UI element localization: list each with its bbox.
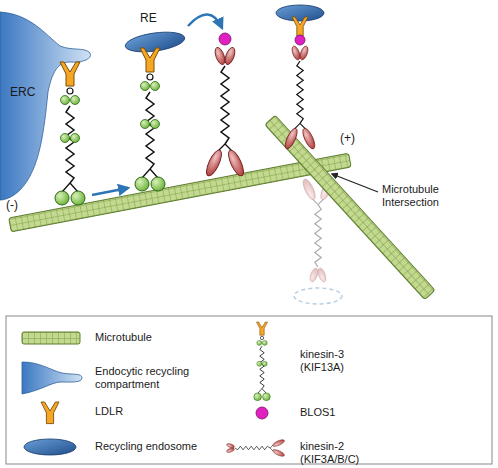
- legend-text: Recycling endosome: [95, 440, 235, 453]
- legend-entry: kinesin-2 (KIF3A/B/C): [300, 440, 390, 465]
- legend-entry: LDLR: [95, 405, 235, 418]
- blos1: [295, 35, 305, 45]
- plus-end-label: (+): [340, 132, 355, 146]
- legend-text: kinesin-2 (KIF3A/B/C): [300, 440, 390, 465]
- legend-entry: BLOS1: [300, 406, 440, 419]
- legend-text: Endocytic recycling compartment: [95, 365, 205, 390]
- legend-text: Microtubule: [95, 331, 235, 344]
- kinesin-3-motor: [135, 48, 165, 191]
- compartment-label-box: ERC: [10, 86, 40, 102]
- legend-kinesin-2: [226, 438, 285, 457]
- legend-ldlr: [41, 402, 59, 424]
- legend-entry: Microtubule: [95, 331, 235, 344]
- legend-box: [6, 316, 492, 464]
- movement-arrow: [92, 188, 128, 195]
- legend-text: kinesin-3 (KIF13A): [300, 348, 380, 373]
- ldlr: [292, 17, 308, 36]
- legend-microtubule: [22, 332, 80, 344]
- blos1: [219, 33, 231, 45]
- kinesin-3-motor: [55, 62, 85, 205]
- legend-kinesin-3: [254, 322, 271, 401]
- kinesin-2-motor: [283, 45, 317, 150]
- erc-compartment: [0, 12, 90, 200]
- legend-entry: Endocytic recycling compartment: [95, 365, 205, 390]
- node-label: RE: [140, 12, 161, 26]
- legend-erc: [22, 362, 82, 394]
- intersection-label: Microtubule Intersection: [382, 183, 462, 208]
- minus-end-label: (-): [6, 199, 18, 213]
- legend-entry: kinesin-3 (KIF13A): [300, 348, 380, 373]
- legend-entry: Recycling endosome: [95, 440, 235, 453]
- legend-endosome: [24, 439, 76, 455]
- recycling-endosome: [276, 5, 324, 21]
- legend-blos1: [256, 407, 268, 419]
- transfer-arrow: [188, 14, 222, 28]
- kinesin-2-motor: [204, 46, 247, 178]
- endosome-label-box: RE: [140, 12, 161, 28]
- legend-text: BLOS1: [300, 406, 440, 419]
- leader-arrow: [332, 174, 378, 192]
- legend-text: LDLR: [95, 405, 235, 418]
- node-label: ERC: [10, 86, 40, 100]
